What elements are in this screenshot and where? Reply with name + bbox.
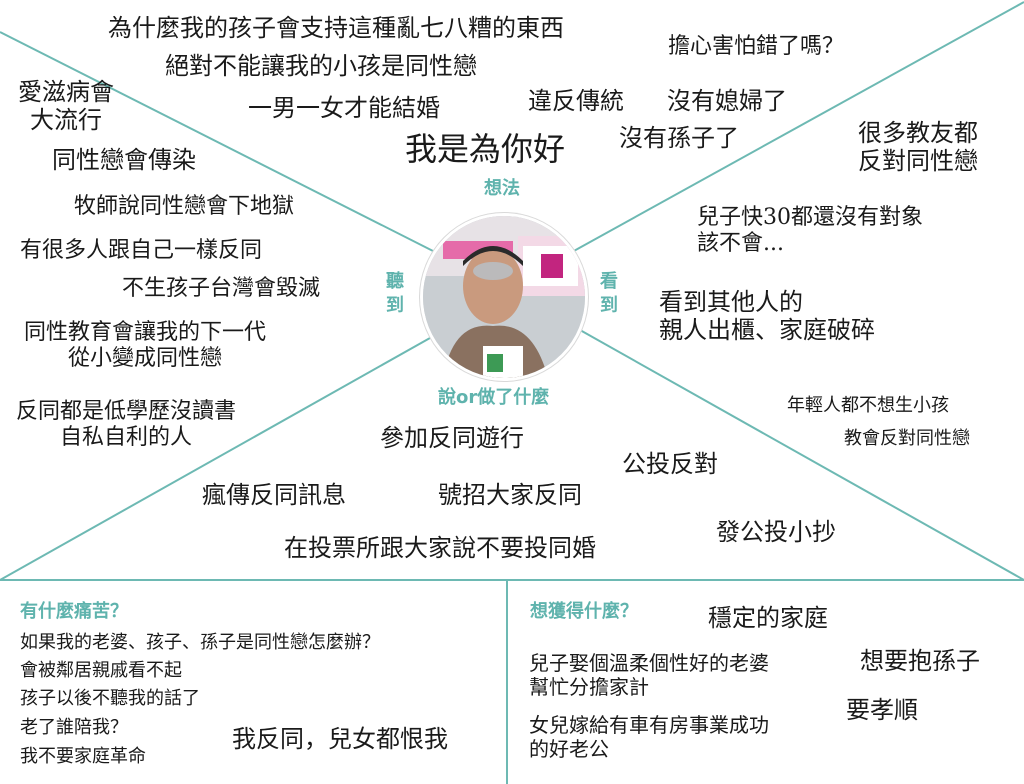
gain-note: 要孝順 bbox=[846, 696, 918, 724]
pain-note: 孩子以後不聽我的話了 bbox=[20, 688, 200, 709]
think-note: 沒有孫子了 bbox=[619, 124, 739, 152]
label-pain: 有什麼痛苦？ bbox=[20, 601, 128, 622]
label-think: 想法 bbox=[484, 178, 520, 199]
divider-top-left bbox=[0, 31, 436, 253]
persona-avatar bbox=[420, 213, 588, 381]
divider-bottom-right bbox=[579, 329, 1024, 581]
think-note: 絕對不能讓我的小孩是同性戀 bbox=[165, 52, 477, 80]
see-note: 教會反對同性戀 bbox=[844, 428, 970, 449]
say-do-note: 發公投小抄 bbox=[716, 518, 836, 546]
divider-bottom-left bbox=[0, 337, 431, 581]
gain-note: 女兒嫁給有車有房事業成功 的好老公 bbox=[529, 713, 769, 761]
hear-note: 同性教育會讓我的下一代 從小變成同性戀 bbox=[24, 320, 267, 371]
hear-note: 愛滋病會 大流行 bbox=[18, 78, 114, 135]
see-note: 看到其他人的 親人出櫃、家庭破碎 bbox=[659, 288, 875, 345]
see-note: 很多教友都 反對同性戀 bbox=[858, 119, 978, 176]
think-note: 我是為你好 bbox=[405, 130, 566, 168]
hear-note: 不生孩子台灣會毀滅 bbox=[122, 276, 321, 301]
pain-note: 我反同，兒女都恨我 bbox=[232, 725, 448, 753]
pain-note: 會被鄰居親戚看不起 bbox=[20, 660, 182, 681]
divider-top-right bbox=[571, 1, 1024, 253]
hear-note: 有很多人跟自己一樣反同 bbox=[20, 238, 263, 263]
think-note: 沒有媳婦了 bbox=[667, 87, 787, 115]
pain-note: 我不要家庭革命 bbox=[20, 746, 146, 767]
think-note: 一男一女才能結婚 bbox=[248, 94, 440, 122]
gain-note: 兒子娶個溫柔個性好的老婆 幫忙分擔家計 bbox=[529, 651, 769, 699]
label-say-do: 說or做了什麼 bbox=[438, 387, 550, 408]
see-note: 兒子快30都還沒有對象 該不會... bbox=[697, 205, 923, 256]
say-do-note: 在投票所跟大家說不要投同婚 bbox=[284, 534, 596, 562]
see-note: 年輕人都不想生小孩 bbox=[787, 395, 949, 416]
say-do-note: 參加反同遊行 bbox=[380, 424, 524, 452]
gain-note: 想要抱孫子 bbox=[860, 647, 980, 675]
hear-note: 牧師說同性戀會下地獄 bbox=[74, 194, 295, 219]
say-do-note: 公投反對 bbox=[622, 450, 718, 478]
say-do-note: 瘋傳反同訊息 bbox=[202, 481, 346, 509]
pain-note: 老了誰陪我？ bbox=[20, 717, 128, 738]
persona-photo-placeholder bbox=[423, 216, 585, 378]
label-hear: 聽到 bbox=[386, 271, 404, 317]
think-note: 違反傳統 bbox=[528, 87, 624, 115]
think-note: 為什麼我的孩子會支持這種亂七八糟的東西 bbox=[108, 14, 564, 42]
say-do-note: 號招大家反同 bbox=[438, 481, 582, 509]
pain-note: 如果我的老婆、孩子、孫子是同性戀怎麼辦？ bbox=[20, 632, 380, 653]
label-see: 看到 bbox=[600, 271, 618, 317]
label-gain: 想獲得什麼？ bbox=[530, 601, 638, 622]
hear-note: 同性戀會傳染 bbox=[52, 146, 196, 174]
gain-note: 穩定的家庭 bbox=[708, 604, 828, 632]
hear-note: 反同都是低學歷沒讀書 自私自利的人 bbox=[16, 399, 237, 450]
think-note: 擔心害怕錯了嗎？ bbox=[668, 34, 845, 59]
